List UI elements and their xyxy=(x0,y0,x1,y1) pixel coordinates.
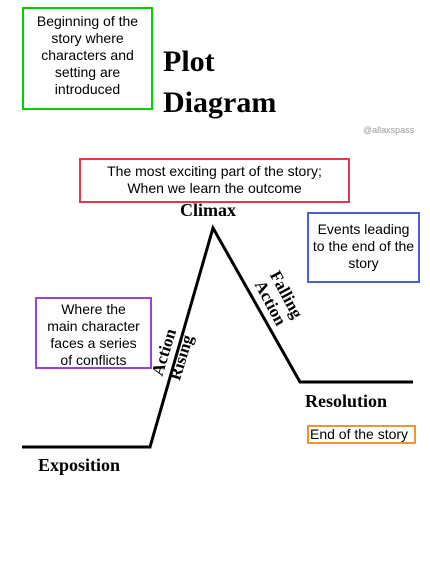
description-line: Where the xyxy=(61,301,126,317)
description-line: setting are xyxy=(54,64,121,80)
description-line: story xyxy=(348,255,379,271)
falling-description-box: Events leading to the end of the story xyxy=(307,212,420,283)
rising-description-box: Where the main character faces a series … xyxy=(35,297,152,369)
description-line: Beginning of the xyxy=(36,13,139,29)
watermark: @allaxspass xyxy=(363,125,415,135)
description-line: End of the story xyxy=(310,426,409,442)
plot-arc-line xyxy=(22,224,413,449)
resolution-description-box: End of the story xyxy=(307,425,416,444)
description-line: main character xyxy=(47,318,140,334)
description-line: The most exciting part of the story; xyxy=(107,163,322,179)
climax-label: Climax xyxy=(180,200,236,220)
beginning-description-box: Beginning of the story where characters … xyxy=(22,7,153,110)
diagram-title-line-1: Plot xyxy=(163,45,215,78)
description-line: Events leading xyxy=(317,221,410,237)
description-line: When we learn the outcome xyxy=(127,180,302,196)
description-line: introduced xyxy=(54,81,121,97)
resolution-label: Resolution xyxy=(305,391,388,411)
diagram-title-line-2: Diagram xyxy=(163,86,277,119)
description-line: to the end of the xyxy=(312,238,415,254)
exposition-label: Exposition xyxy=(38,455,121,475)
climax-description-box: The most exciting part of the story; Whe… xyxy=(79,158,350,203)
description-line: characters and xyxy=(41,47,134,63)
description-line: of conflicts xyxy=(60,352,127,368)
description-line: faces a series xyxy=(50,335,137,351)
description-line: story where xyxy=(51,30,124,46)
